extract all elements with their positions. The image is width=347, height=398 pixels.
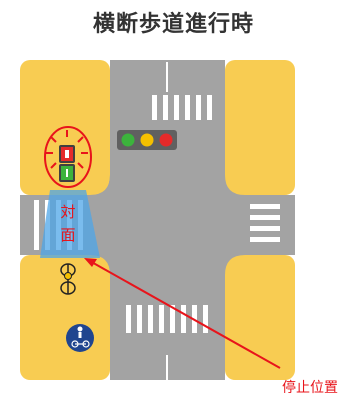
- signal-yellow: [140, 133, 154, 147]
- signal-red: [159, 133, 173, 147]
- pedestrian-bicycle-sign-icon: [66, 324, 94, 352]
- highlight-circle: [44, 126, 92, 188]
- stop-position-label: 停止位置: [282, 379, 338, 396]
- crossing-highlight-zone: [40, 190, 100, 258]
- crosswalk-top: [152, 95, 212, 120]
- pedestrian-signal-icon: [44, 126, 92, 188]
- traffic-light-icon: [117, 130, 177, 150]
- corner-bl: [90, 255, 110, 275]
- crosswalk-left: [34, 190, 100, 258]
- crossing-label-line1: 対: [60, 203, 75, 221]
- page-title: 横断歩道進行時: [92, 12, 254, 37]
- crosswalk-right: [250, 204, 280, 242]
- sidewalk-bottom-right: [225, 255, 295, 380]
- bicycle-icon: [60, 263, 76, 295]
- corner-tr: [225, 175, 245, 195]
- sidewalk-top-right: [225, 60, 295, 195]
- stop-position-arrow: [84, 258, 281, 369]
- signal-green: [121, 133, 135, 147]
- crossing-label-line2: 面: [60, 226, 75, 244]
- corner-br: [225, 255, 245, 275]
- starburst-icon: [46, 130, 88, 169]
